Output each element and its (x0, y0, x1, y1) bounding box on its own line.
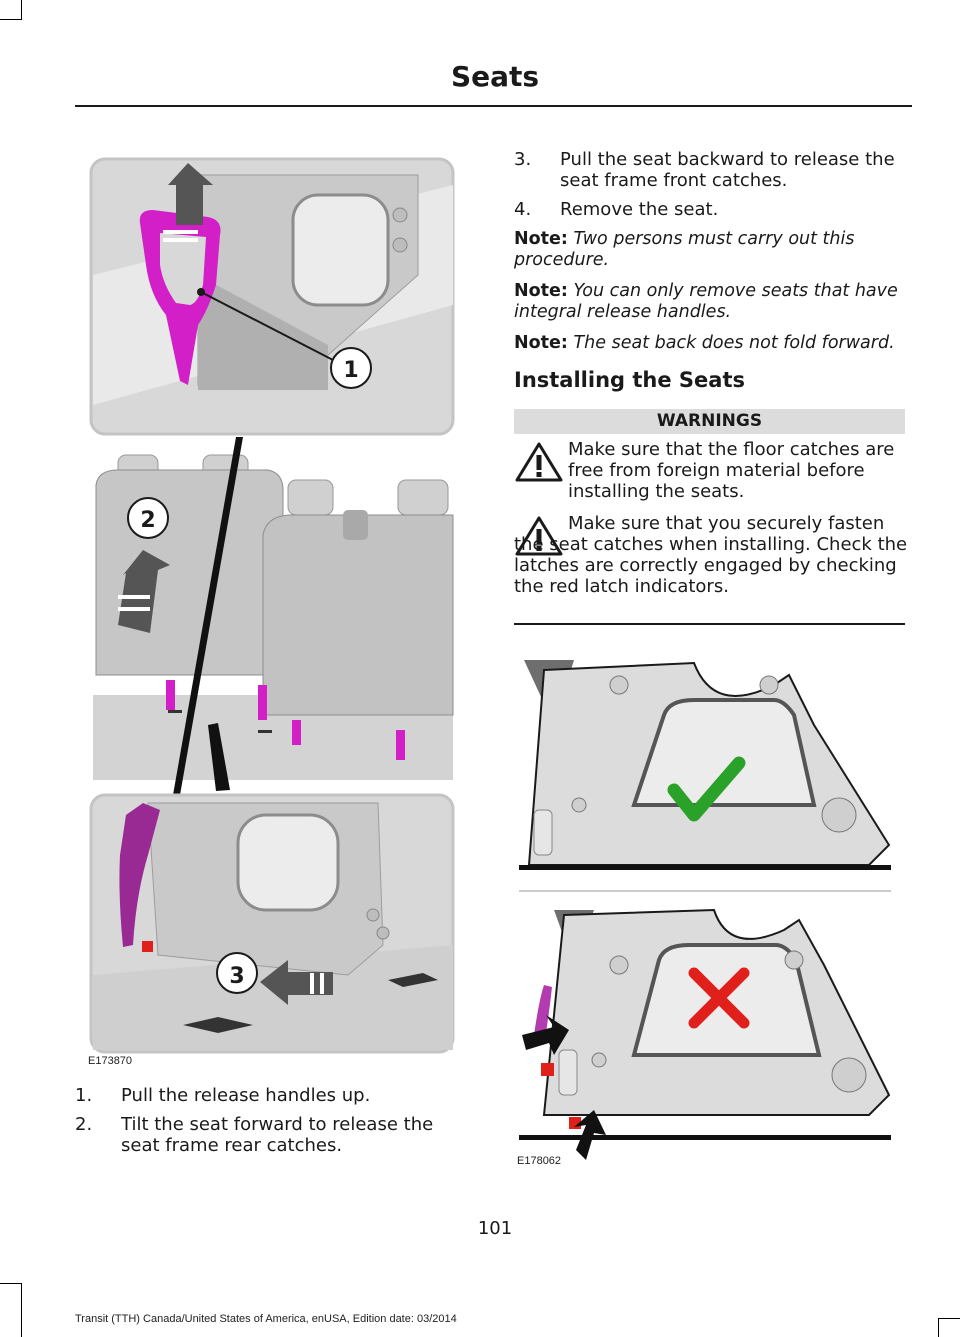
note: Note: You can only remove seats that hav… (514, 281, 909, 323)
crop-mark (21, 1283, 22, 1337)
check-mark-icon (667, 756, 746, 822)
note: Note: Two persons must carry out this pr… (514, 229, 909, 271)
page-number: 101 (477, 1218, 513, 1239)
figure-code: E173870 (88, 1055, 133, 1067)
callout-2: 2 (140, 508, 155, 533)
step-text: Tilt the seat forward to release the sea… (121, 1114, 434, 1156)
step-number: 3. (514, 149, 532, 170)
right-steps: 3. Pull the seat backward to release the… (514, 149, 905, 228)
latch-not-engaged-panel (519, 908, 891, 1160)
callout-3: 3 (229, 964, 244, 989)
warning-text: Make sure that you securely fasten the s… (514, 513, 908, 597)
header-divider (75, 105, 912, 107)
crop-mark (938, 1318, 960, 1319)
left-steps: 1. Pull the release handles up. 2. Tilt … (75, 1085, 475, 1164)
list-item: 3. Pull the seat backward to release the… (514, 149, 905, 191)
cross-mark-icon (688, 967, 750, 1029)
crop-mark (21, 0, 22, 20)
seat-pull-panel: 3 (89, 793, 455, 1054)
list-item: 1. Pull the release handles up. (75, 1085, 475, 1106)
seat-removal-illustration: 1 2 (88, 155, 458, 1055)
warning-triangle-icon (515, 441, 563, 487)
callout-1: 1 (343, 358, 358, 383)
note-label: Note: (514, 281, 568, 301)
note-text: Two persons must carry out this procedur… (514, 229, 855, 270)
step-text: Pull the release handles up. (121, 1085, 371, 1106)
list-item: 2. Tilt the seat forward to release the … (75, 1114, 475, 1156)
page-title: Seats (450, 60, 540, 93)
section-title: Installing the Seats (514, 368, 745, 392)
step-text: Pull the seat backward to release the se… (560, 149, 895, 191)
crop-mark (938, 1318, 939, 1337)
seat-tilt-panel: 2 (91, 450, 454, 780)
step-text: Remove the seat. (560, 199, 719, 220)
step-number: 1. (75, 1085, 93, 1106)
release-handle-panel: 1 (89, 157, 455, 436)
step-number: 2. (75, 1114, 93, 1135)
latch-indicator-illustration (514, 655, 894, 1165)
warning-text: Make sure that the floor catches are fre… (568, 439, 895, 502)
warning-triangle-icon (515, 515, 563, 561)
footer-text: Transit (TTH) Canada/United States of Am… (75, 1313, 457, 1325)
warnings-divider (514, 623, 905, 625)
warnings-heading: WARNINGS (514, 409, 905, 434)
note-label: Note: (514, 229, 568, 249)
list-item: 4. Remove the seat. (514, 199, 905, 220)
step-number: 4. (514, 199, 532, 220)
note-text: You can only remove seats that have inte… (514, 281, 898, 322)
note-label: Note: (514, 333, 568, 353)
latch-engaged-panel (519, 660, 891, 892)
crop-mark (0, 19, 22, 20)
note-text: The seat back does not fold forward. (573, 333, 895, 353)
figure-code: E178062 (517, 1155, 562, 1167)
note: Note: The seat back does not fold forwar… (514, 333, 909, 354)
crop-mark (0, 1283, 22, 1284)
